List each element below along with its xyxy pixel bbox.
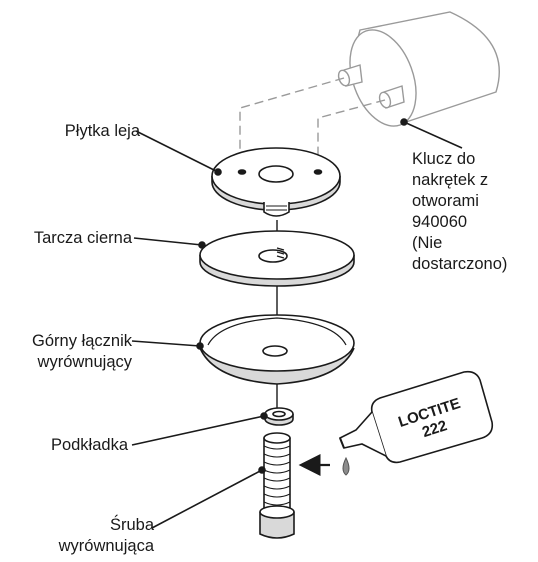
leader-lines: [131, 118, 463, 529]
label-screw-line1: Śruba: [109, 516, 154, 534]
label-spanner-wrench: Klucz do nakrętek z otworami 940060 (Nie…: [412, 149, 538, 275]
label-friction-disc-text: Tarcza cierna: [33, 229, 132, 247]
washer-part: [264, 407, 294, 426]
adhesive-bottle-icon: [338, 370, 494, 464]
funnel-plate-part: [211, 147, 341, 217]
label-washer-text: Podkładka: [50, 436, 128, 454]
friction-disc-part: [199, 230, 355, 287]
label-wrench-line6: dostarczono): [412, 255, 508, 273]
label-upper-coupler-line1: Górny łącznik: [32, 332, 132, 350]
alignment-screw-part: [259, 432, 295, 539]
drop-icon: [342, 456, 350, 476]
label-friction-disc: Tarcza cierna: [4, 228, 132, 249]
label-upper-coupler: Górny łącznik wyrównujący: [4, 331, 132, 373]
label-wrench-line1: Klucz do: [412, 150, 476, 168]
label-screw-line2: wyrównująca: [58, 537, 154, 555]
label-wrench-line3: otworami: [412, 192, 479, 210]
label-alignment-screw: Śruba wyrównująca: [4, 515, 154, 557]
label-washer: Podkładka: [30, 435, 128, 456]
label-funnel-plate-text: Płytka leja: [64, 122, 140, 140]
label-wrench-line4: 940060: [412, 213, 468, 231]
spanner-wrench-cylinder-icon: [337, 11, 500, 127]
upper-coupler-part: [199, 314, 355, 385]
label-upper-coupler-line2: wyrównujący: [37, 353, 132, 371]
label-funnel-plate: Płytka leja: [40, 121, 140, 142]
wrench-guide-lines: [239, 77, 386, 170]
label-wrench-line5: (Nie: [412, 234, 443, 252]
label-wrench-line2: nakrętek z: [412, 171, 489, 189]
